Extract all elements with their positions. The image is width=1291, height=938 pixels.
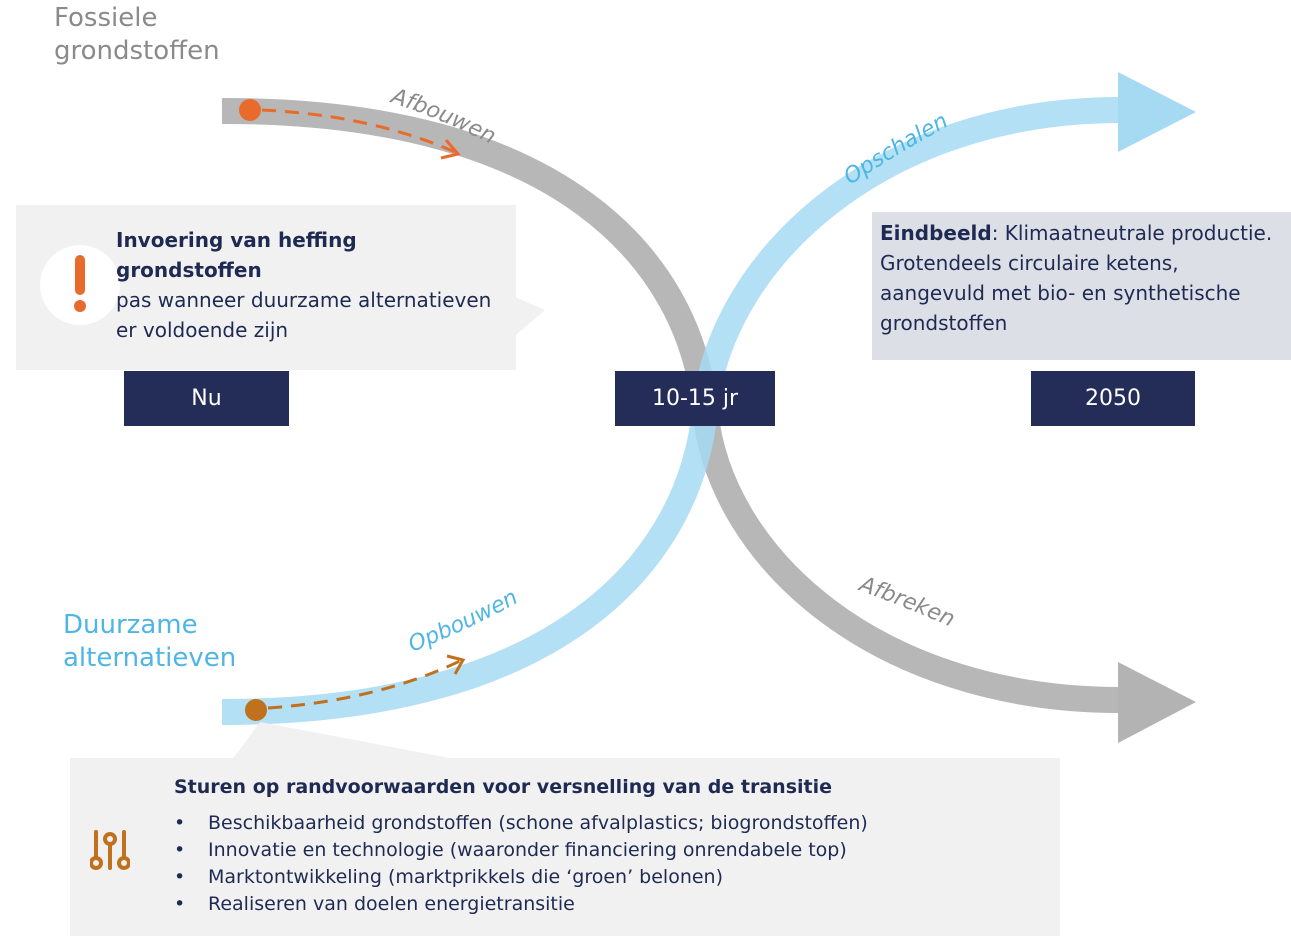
bullet: • — [174, 893, 186, 915]
bottom-callout-pointer — [232, 722, 460, 760]
conditions-list: •Beschikbaarheid grondstoffen (schone af… — [174, 810, 868, 918]
fossil-progress-arrow — [239, 99, 461, 160]
timeline-mid: 10-15 jr — [615, 371, 775, 426]
left-callout-pointer — [510, 295, 545, 340]
list-item: •Realiseren van doelen energietransitie — [174, 891, 868, 918]
sustainable-label-line-1: Duurzame — [63, 610, 198, 640]
levy-callout: Invoering van heffing grondstoffen pas w… — [16, 205, 516, 370]
list-item: •Marktontwikkeling (marktprikkels die ‘g… — [174, 864, 868, 891]
bullet: • — [174, 812, 186, 834]
end-state-body: : Klimaatneutrale productie. Grotendeels… — [880, 221, 1273, 335]
end-state-title: Eindbeeld — [880, 221, 992, 245]
levy-callout-title: Invoering van heffing grondstoffen — [116, 228, 357, 282]
sustainable-alternatives-label: Duurzame alternatieven — [63, 609, 236, 676]
end-state-callout: Eindbeeld: Klimaatneutrale productie. Gr… — [872, 212, 1291, 360]
conditions-callout: Sturen op randvoorwaarden voor versnelli… — [70, 758, 1060, 936]
settings-sliders-icon — [90, 830, 130, 870]
sustainable-progress-arrow — [245, 654, 466, 721]
exclamation-icon — [40, 245, 120, 325]
list-item: •Beschikbaarheid grondstoffen (schone af… — [174, 810, 868, 837]
timeline-end: 2050 — [1031, 371, 1195, 426]
fossil-label-line-1: Fossiele — [54, 3, 158, 33]
fossil-label-line-2: grondstoffen — [54, 36, 220, 67]
sustainable-label-line-2: alternatieven — [63, 643, 237, 674]
list-item: •Innovatie en technologie (waaronder fin… — [174, 837, 868, 864]
bullet: • — [174, 839, 186, 861]
label-opbouwen: Opbouwen — [405, 585, 522, 657]
fossil-raw-materials-label: Fossiele grondstoffen — [54, 2, 220, 69]
label-afbreken: Afbreken — [854, 571, 958, 632]
timeline-now: Nu — [124, 371, 289, 426]
bullet: • — [174, 866, 186, 888]
conditions-heading: Sturen op randvoorwaarden voor versnelli… — [174, 776, 833, 798]
levy-callout-body: pas wanneer duurzame alternatieven er vo… — [116, 288, 492, 342]
